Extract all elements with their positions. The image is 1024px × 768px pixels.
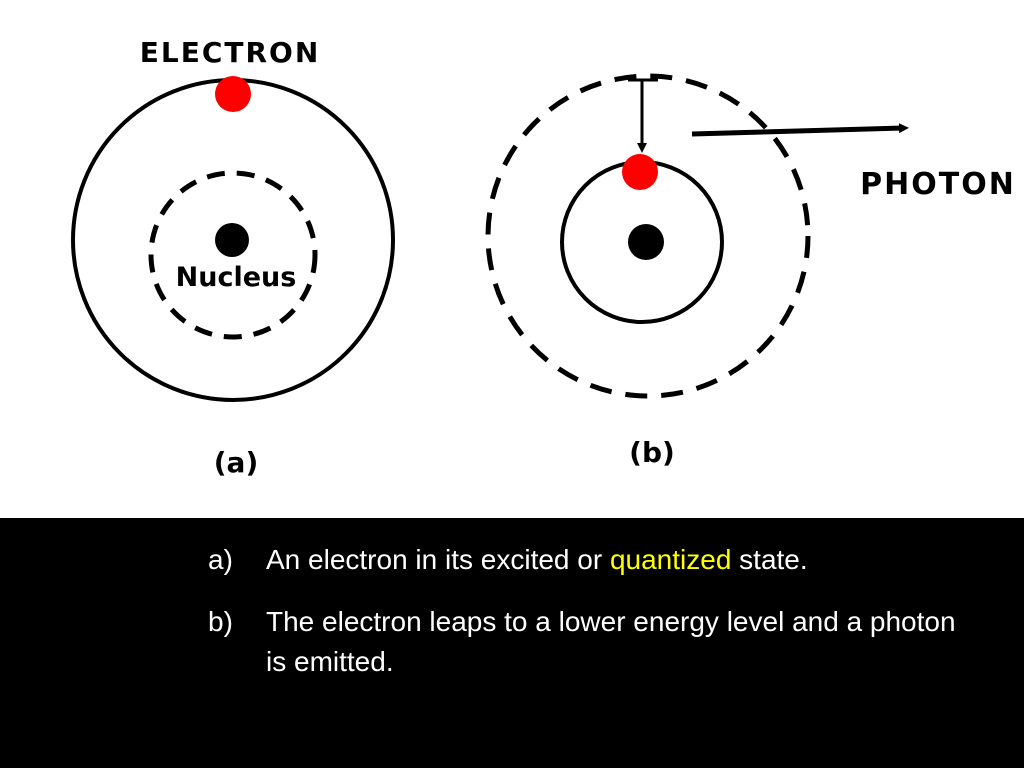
nucleus-b: [628, 224, 664, 260]
atom-diagram: ELECTRON Nucleus (a) PHOTON (b): [0, 0, 1024, 518]
panel-a: ELECTRON Nucleus (a): [71, 36, 395, 479]
electron-label: ELECTRON: [140, 36, 321, 69]
inner-orbit-a: [148, 170, 318, 340]
panel-b: PHOTON (b): [485, 73, 1016, 469]
photon-label: PHOTON: [860, 167, 1016, 202]
panel-a-label: (a): [214, 446, 259, 479]
electron-b: [622, 154, 658, 190]
caption-marker-a: a): [208, 544, 233, 575]
highlight-word: quantized: [609, 544, 732, 575]
electron-a: [215, 76, 251, 112]
figure-background: [0, 0, 1024, 518]
nucleus-a: [215, 223, 249, 257]
nucleus-label: Nucleus: [176, 262, 297, 293]
caption-marker-b: b): [208, 606, 233, 637]
caption-list: a) An electron in its excited or quantiz…: [200, 540, 960, 704]
caption-text-a: An electron in its excited or quantized …: [266, 540, 960, 580]
caption-item-a: a) An electron in its excited or quantiz…: [200, 540, 960, 580]
panel-b-label: (b): [629, 436, 675, 469]
caption-item-b: b) The electron leaps to a lower energy …: [200, 602, 960, 682]
outer-orbit-b: [485, 73, 811, 399]
photon-arrow: [691, 123, 909, 137]
caption-text-a-before: An electron in its excited or: [266, 544, 610, 575]
caption-text-a-after: state.: [731, 544, 808, 575]
caption-text-b: The electron leaps to a lower energy lev…: [266, 606, 956, 677]
